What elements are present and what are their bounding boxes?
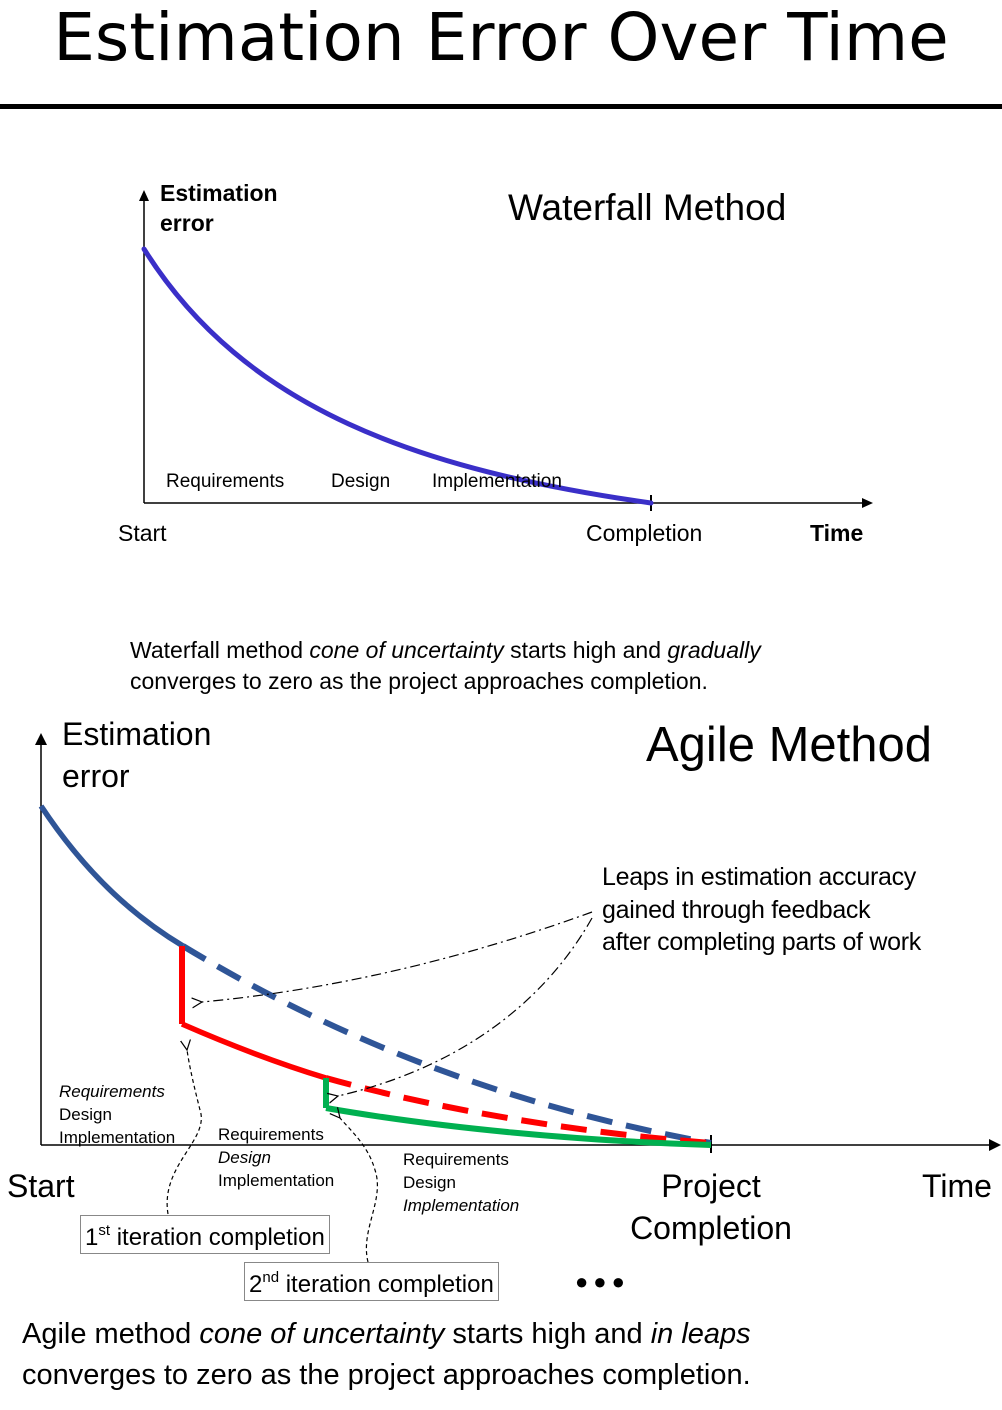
phase-requirements: Requirements xyxy=(218,1125,324,1144)
agile-phase-group-1: Requirements Design Implementation xyxy=(59,1080,175,1149)
phase-requirements: Requirements xyxy=(59,1082,165,1101)
agile-ellipsis: ●●● xyxy=(575,1269,630,1294)
waterfall-y-arrow xyxy=(139,190,149,201)
agile-caption: Agile method cone of uncertainty starts … xyxy=(22,1314,751,1396)
agile-annotation-line1: Leaps in estimation accuracy xyxy=(602,863,916,891)
iteration-label: iteration completion xyxy=(110,1224,325,1251)
ordinal: 1 xyxy=(85,1224,99,1251)
phase-design: Design xyxy=(403,1173,456,1192)
agile-y-label: Estimation error xyxy=(62,713,211,797)
phase-design: Design xyxy=(218,1148,271,1167)
waterfall-phase-requirements: Requirements xyxy=(166,471,285,492)
phase-requirements: Requirements xyxy=(403,1150,509,1169)
agile-x-arrow xyxy=(989,1139,1001,1151)
agile-x-completion-line1: Project xyxy=(661,1168,761,1204)
annotation-arrow-2 xyxy=(338,917,593,1096)
agile-title: Agile Method xyxy=(646,718,933,772)
agile-y-arrow xyxy=(35,733,47,745)
agile-caption-line2: converges to zero as the project approac… xyxy=(22,1359,751,1391)
waterfall-chart xyxy=(139,190,873,511)
title-rule xyxy=(0,104,1002,109)
annotation-arrow-1 xyxy=(202,911,593,1002)
agile-x-completion-line2: Completion xyxy=(630,1210,792,1246)
caption-emphasis: cone of uncertainty xyxy=(309,637,504,663)
waterfall-x-arrow xyxy=(862,498,873,508)
waterfall-y-label-line2: error xyxy=(160,210,214,236)
agile-baseline-curve xyxy=(38,804,185,949)
caption-text: Waterfall method xyxy=(130,637,310,663)
agile-x-axis-label: Time xyxy=(922,1168,992,1204)
iteration-1-box: 1st iteration completion xyxy=(80,1215,330,1254)
caption-emphasis: cone of uncertainty xyxy=(199,1318,445,1350)
agile-iteration1-projection xyxy=(325,1075,712,1146)
page-title: Estimation Error Over Time xyxy=(53,0,949,76)
waterfall-x-start: Start xyxy=(118,520,167,546)
iteration1-pointer xyxy=(166,1050,202,1215)
waterfall-error-curve xyxy=(141,246,654,506)
waterfall-x-axis-label: Time xyxy=(810,520,864,546)
agile-annotation: Leaps in estimation accuracy gained thro… xyxy=(602,861,921,959)
agile-annotation-line3: after completing parts of work xyxy=(602,928,921,956)
iteration-2-box: 2nd iteration completion xyxy=(244,1262,499,1301)
waterfall-y-label: Estimation error xyxy=(160,178,278,238)
ordinal: 2 xyxy=(249,1271,263,1298)
agile-iteration1-curve xyxy=(180,1021,327,1081)
agile-chart xyxy=(35,733,1001,1263)
waterfall-caption-line2: converges to zero as the project approac… xyxy=(130,668,708,694)
agile-caption-line1: Agile method cone of uncertainty starts … xyxy=(22,1314,751,1355)
caption-text: starts high and xyxy=(503,637,668,663)
agile-x-start: Start xyxy=(7,1168,75,1204)
phase-design: Design xyxy=(59,1105,112,1124)
ordinal-suffix: nd xyxy=(262,1269,280,1286)
waterfall-phase-design: Design xyxy=(331,471,391,492)
waterfall-phase-implementation: Implementation xyxy=(432,471,562,492)
ordinal-suffix: st xyxy=(98,1222,111,1239)
agile-baseline-projection xyxy=(181,943,712,1146)
agile-iteration2-curve xyxy=(325,1105,712,1148)
caption-emphasis: in leaps xyxy=(650,1318,751,1350)
waterfall-y-label-line1: Estimation xyxy=(160,180,278,206)
agile-phase-group-3: Requirements Design Implementation xyxy=(403,1148,519,1217)
agile-y-label-line1: Estimation xyxy=(62,716,212,752)
iteration-label: iteration completion xyxy=(279,1271,494,1298)
agile-phase-group-2: Requirements Design Implementation xyxy=(218,1123,334,1192)
agile-x-completion: Project Completion xyxy=(624,1165,798,1249)
iteration2-pointer xyxy=(340,1118,378,1263)
caption-emphasis: gradually xyxy=(667,637,761,663)
agile-y-label-line2: error xyxy=(62,758,130,794)
waterfall-title: Waterfall Method xyxy=(508,187,787,228)
phase-implementation: Implementation xyxy=(403,1196,520,1215)
phase-implementation: Implementation xyxy=(218,1171,335,1190)
agile-annotation-line2: gained through feedback xyxy=(602,895,871,924)
caption-text: Agile method xyxy=(22,1318,200,1350)
waterfall-caption: Waterfall method cone of uncertainty sta… xyxy=(130,635,761,697)
caption-text: starts high and xyxy=(444,1318,651,1350)
waterfall-caption-line1: Waterfall method cone of uncertainty sta… xyxy=(130,635,761,666)
waterfall-x-completion: Completion xyxy=(586,520,703,546)
phase-implementation: Implementation xyxy=(59,1128,176,1147)
